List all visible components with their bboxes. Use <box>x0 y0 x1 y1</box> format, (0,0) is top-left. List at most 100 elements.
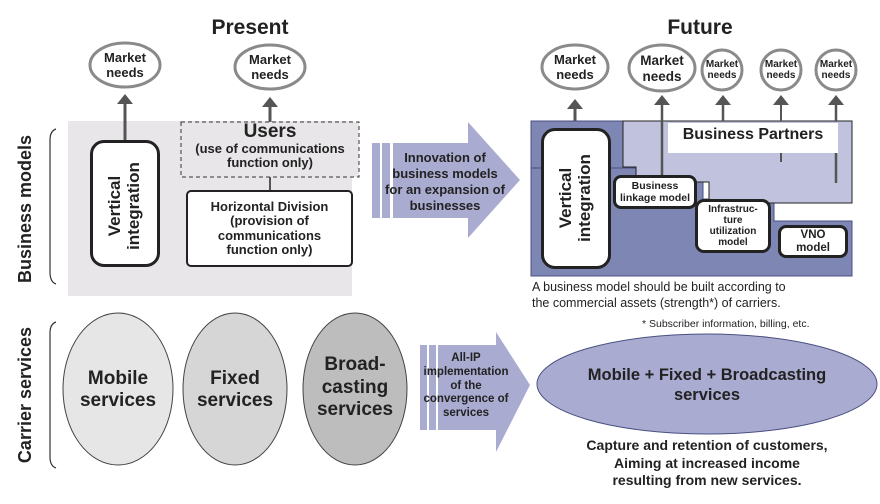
box-line: VNO <box>800 228 826 241</box>
note-line: the commercial assets (strength*) of car… <box>532 296 781 311</box>
box-line: utilization <box>709 226 757 237</box>
box-line: Business <box>631 179 679 192</box>
business-partners-label: Business Partners <box>682 126 824 143</box>
market-needs-line2: needs <box>821 70 851 81</box>
arrow-label-line: businesses <box>409 197 481 213</box>
arrow-label-line: Innovation of <box>404 150 486 165</box>
arrow-stripe <box>382 143 390 218</box>
market-needs-line1: Market <box>104 50 146 66</box>
innovation-arrow-label: Innovation of business models for an exp… <box>380 150 510 213</box>
carrier-services-label: Carrier services <box>14 326 35 464</box>
horizontal-division-line: Horizontal Division <box>210 198 329 214</box>
service-line: Broad- <box>324 353 386 375</box>
service-line: Fixed <box>210 367 260 389</box>
market-needs-line2: needs <box>106 65 144 80</box>
broadcasting-services-ellipse <box>302 312 408 466</box>
box-line: linkage model <box>619 192 691 204</box>
outcome-line: Aiming at increased income <box>614 454 800 471</box>
business-partners-label-bg <box>668 123 838 153</box>
arrow-stripe <box>420 345 427 430</box>
outcome-line: resulting from new services. <box>612 472 802 488</box>
mobile-services-ellipse <box>62 312 174 466</box>
arrow-stripe <box>372 143 380 218</box>
market-needs-line1: Market <box>705 58 739 70</box>
footnote: * Subscriber information, billing, etc. <box>642 318 810 330</box>
all-ip-arrow <box>438 332 530 452</box>
market-needs-ellipse <box>759 48 803 92</box>
carrier-services-bracket <box>49 321 57 469</box>
market-needs-ellipse <box>233 43 307 91</box>
market-needs-line2: needs <box>707 70 737 81</box>
market-needs-ellipse <box>627 43 697 93</box>
horizontal-division-line: communications <box>217 227 322 243</box>
users-label: Users (use of communications function on… <box>181 122 359 169</box>
market-needs-line1: Market <box>764 58 798 70</box>
future-heading: Future <box>667 16 733 39</box>
market-needs-line2: needs <box>251 67 289 82</box>
infrastructure-utilization-model-box: Infrastruc- ture utilization model <box>695 199 771 253</box>
market-needs-line1: Market <box>640 53 684 69</box>
market-needs-line1: Market <box>819 58 853 70</box>
arrowhead-icon <box>715 95 731 105</box>
future-dark-backdrop <box>530 167 853 277</box>
label-line: Vertical <box>105 175 125 237</box>
market-needs-ellipse <box>88 41 162 89</box>
arrow-label-line: convergence of <box>423 393 509 406</box>
label-line: Vertical <box>556 167 576 229</box>
arrowhead-icon <box>654 95 670 105</box>
arrow-label-line: of the <box>450 379 482 392</box>
fixed-services-ellipse <box>182 312 288 466</box>
market-needs-line2: needs <box>642 69 682 84</box>
users-title: Users <box>243 121 297 142</box>
market-needs-line1: Market <box>249 52 291 68</box>
label-line: integration <box>124 162 143 250</box>
service-line: Mobile <box>87 367 149 389</box>
converged-line: services <box>673 386 741 404</box>
business-models-label: Business models <box>14 134 35 284</box>
horizontal-division-line: function only) <box>226 241 313 257</box>
outcome-text: Capture and retention of customers, Aimi… <box>540 437 874 490</box>
arrow-label-line: implementation <box>423 365 509 378</box>
business-models-bracket <box>49 128 57 285</box>
present-heading: Present <box>211 16 289 39</box>
box-line: ture <box>723 214 743 226</box>
arrowhead-icon <box>262 97 278 107</box>
arrow-label-line: for an expansion of <box>385 181 505 197</box>
arrowhead-icon <box>828 95 844 105</box>
market-needs-ellipse <box>540 43 610 91</box>
business-model-note: A business model should be built accordi… <box>532 279 877 312</box>
future-vertical-integration-box <box>541 128 611 269</box>
converged-services-ellipse <box>536 333 878 435</box>
innovation-arrow <box>393 122 520 238</box>
arrow-label-line: All-IP <box>451 352 481 364</box>
horizontal-division-line: (provision of <box>230 213 309 229</box>
box-line: model <box>718 237 748 249</box>
box-line: model <box>796 241 830 254</box>
outcome-line: Capture and retention of customers, <box>586 437 828 453</box>
arrow-stripe <box>429 345 436 430</box>
horizontal-division-box: Horizontal Division (provision of commun… <box>186 190 353 267</box>
note-line: A business model should be built accordi… <box>532 280 786 294</box>
users-box <box>180 121 360 178</box>
present-vertical-integration-box <box>90 140 160 267</box>
arrowhead-icon <box>117 94 133 104</box>
market-needs-ellipse <box>814 48 858 92</box>
market-needs-ellipse <box>700 48 744 92</box>
arrow-label-line: services <box>442 407 490 420</box>
service-line: services <box>196 390 274 411</box>
all-ip-arrow-label: All-IP implementation of the convergence… <box>418 352 514 421</box>
label-line: integration <box>575 154 594 242</box>
service-line: services <box>316 399 394 421</box>
